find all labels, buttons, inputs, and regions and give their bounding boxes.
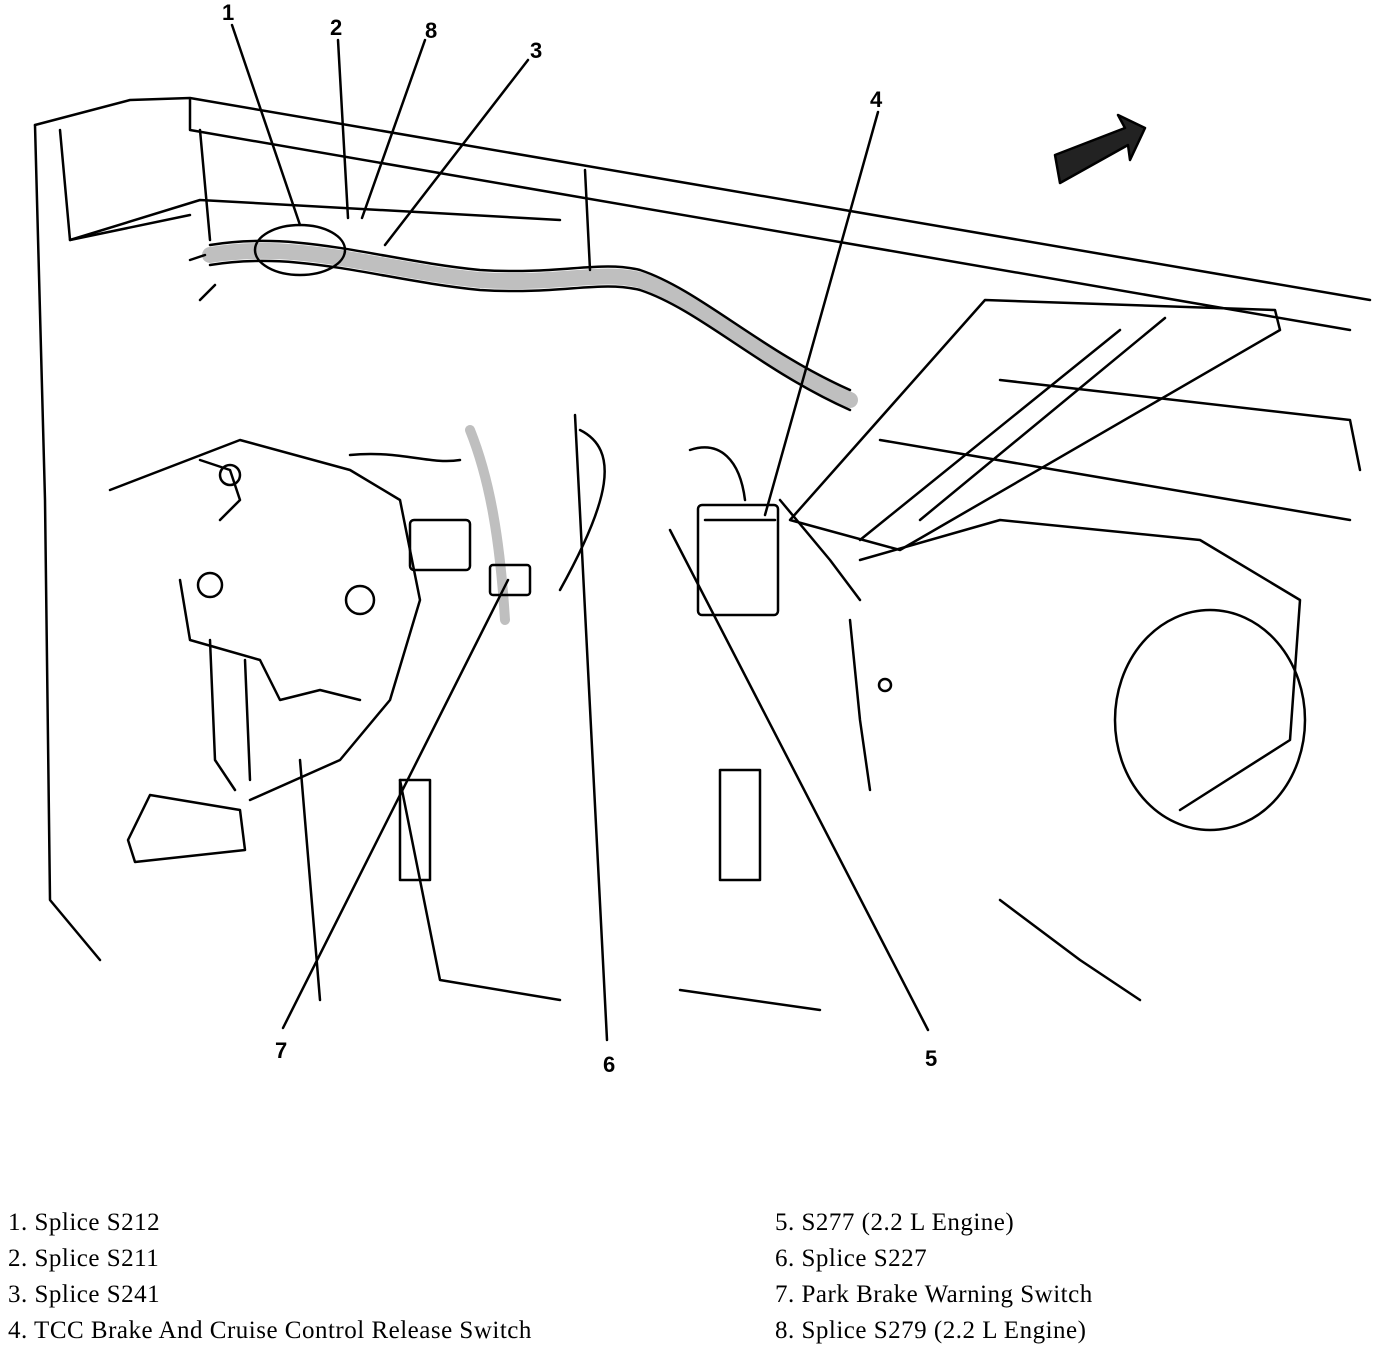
leader-8 bbox=[360, 38, 427, 220]
steering-column bbox=[858, 518, 1302, 812]
legend-right: 5. S277 (2.2 L Engine) 6. Splice S227 7.… bbox=[775, 1205, 1093, 1349]
tcc-switch-body bbox=[696, 503, 780, 617]
leader-7 bbox=[281, 578, 510, 1030]
callout-6: 6 bbox=[603, 1052, 615, 1077]
callout-4: 4 bbox=[870, 87, 883, 112]
leader-5 bbox=[668, 528, 930, 1032]
main-harness bbox=[202, 242, 858, 408]
legend-item: 6. Splice S227 bbox=[775, 1245, 928, 1272]
wiring-diagram: 1 2 8 3 4 7 6 5 bbox=[33, 0, 1372, 1077]
legend-item: 5. S277 (2.2 L Engine) bbox=[775, 1209, 1015, 1236]
callout-2: 2 bbox=[330, 15, 342, 40]
park-brake-switch bbox=[488, 563, 532, 597]
leader-6 bbox=[573, 413, 609, 1042]
harness-branch bbox=[465, 425, 510, 625]
leader-3 bbox=[383, 58, 530, 247]
brake-pedal-pad bbox=[126, 793, 247, 864]
direction-arrow bbox=[1053, 113, 1147, 185]
legend-item: 3. Splice S241 bbox=[8, 1281, 161, 1308]
legend-item: 1. Splice S212 bbox=[8, 1209, 161, 1236]
dash-panel-outline bbox=[33, 96, 1372, 302]
legend-item: 8. Splice S279 (2.2 L Engine) bbox=[775, 1317, 1087, 1344]
leader-2 bbox=[336, 38, 350, 220]
leader-1 bbox=[230, 23, 302, 227]
leader-4 bbox=[763, 110, 880, 517]
pedal-bracket bbox=[108, 438, 422, 802]
hvac-duct bbox=[788, 298, 1282, 552]
callout-3: 3 bbox=[530, 38, 542, 63]
callout-5: 5 bbox=[925, 1046, 937, 1071]
legend-left: 1. Splice S212 2. Splice S211 3. Splice … bbox=[8, 1205, 532, 1349]
legend-item: 7. Park Brake Warning Switch bbox=[775, 1281, 1093, 1308]
callout-7: 7 bbox=[275, 1038, 287, 1063]
callout-1: 1 bbox=[222, 0, 234, 25]
legend-item: 2. Splice S211 bbox=[8, 1245, 160, 1272]
legend-item: 4. TCC Brake And Cruise Control Release … bbox=[8, 1317, 532, 1344]
callout-8: 8 bbox=[425, 18, 437, 43]
brake-pedal-arm bbox=[208, 638, 237, 792]
